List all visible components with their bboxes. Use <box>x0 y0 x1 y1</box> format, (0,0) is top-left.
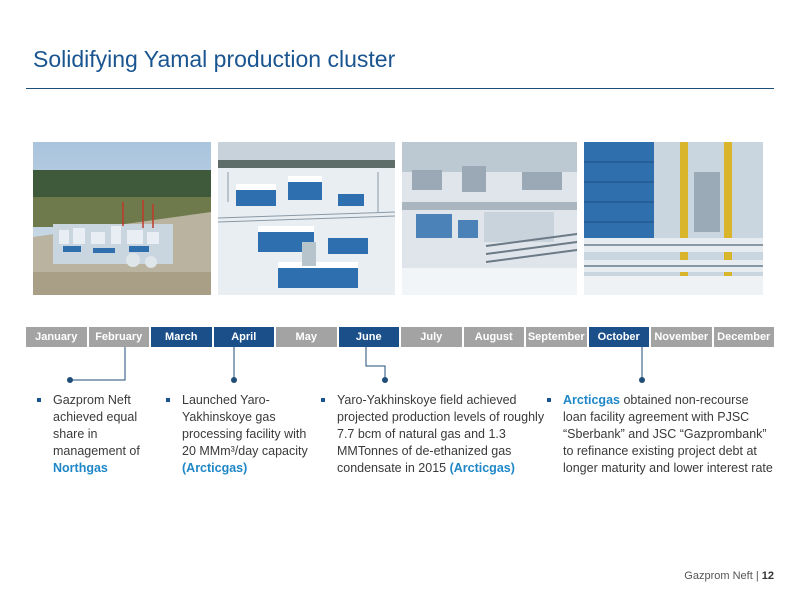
note-text: Gazprom Neft achieved equal share in man… <box>53 393 140 458</box>
connector-june <box>365 347 386 380</box>
photo-aerial-gas-plant <box>33 142 211 295</box>
note-highlight: Northgas <box>53 461 108 475</box>
milestone-note-april: Launched Yaro-Yakhinskoye gas processing… <box>166 392 322 477</box>
title-divider <box>26 88 774 89</box>
month-february: February <box>88 327 149 347</box>
month-march: March <box>151 327 212 347</box>
slide-title: Solidifying Yamal production cluster <box>33 46 396 72</box>
connector-dot-march <box>67 377 73 383</box>
month-january: January <box>26 327 87 347</box>
month-may: May <box>276 327 337 347</box>
note-text-tail: obtained non-recourse loan facility agre… <box>563 393 773 475</box>
month-june: June <box>338 327 399 347</box>
slide-footer: Gazprom Neft | 12 <box>684 570 774 582</box>
photo-pipes-closeup <box>584 142 763 295</box>
note-highlight: (Arcticgas) <box>182 461 248 475</box>
page-number: 12 <box>761 570 774 582</box>
note-highlight: (Arcticgas) <box>449 461 515 475</box>
connector-dot-june <box>382 377 388 383</box>
month-november: November <box>651 327 712 347</box>
milestone-note-march: Gazprom Neft achieved equal share in man… <box>37 392 152 477</box>
month-august: August <box>463 327 524 347</box>
photo-field-facility-snow <box>402 142 577 295</box>
month-october: October <box>588 327 649 347</box>
monthly-timeline: January February March April May June Ju… <box>26 327 774 347</box>
connector-march <box>70 347 126 381</box>
month-september: September <box>526 327 587 347</box>
month-december: December <box>713 327 774 347</box>
milestone-note-june: Yaro-Yakhinskoye field achieved projecte… <box>321 392 549 477</box>
month-april: April <box>213 327 274 347</box>
bullet-icon <box>166 398 170 402</box>
connector-dot-october <box>639 377 645 383</box>
note-highlight: Arcticgas <box>563 393 620 407</box>
bullet-icon <box>321 398 325 402</box>
photo-winter-processing-facility <box>218 142 395 295</box>
milestone-note-october: Arcticgas obtained non-recourse loan fac… <box>547 392 775 477</box>
bullet-icon <box>37 398 41 402</box>
footer-company: Gazprom Neft | <box>684 570 759 582</box>
bullet-icon <box>547 398 551 402</box>
connector-dot-april <box>231 377 237 383</box>
note-text: Yaro-Yakhinskoye field achieved projecte… <box>337 393 545 475</box>
note-text: Launched Yaro-Yakhinskoye gas processing… <box>182 393 308 458</box>
month-july: July <box>401 327 462 347</box>
